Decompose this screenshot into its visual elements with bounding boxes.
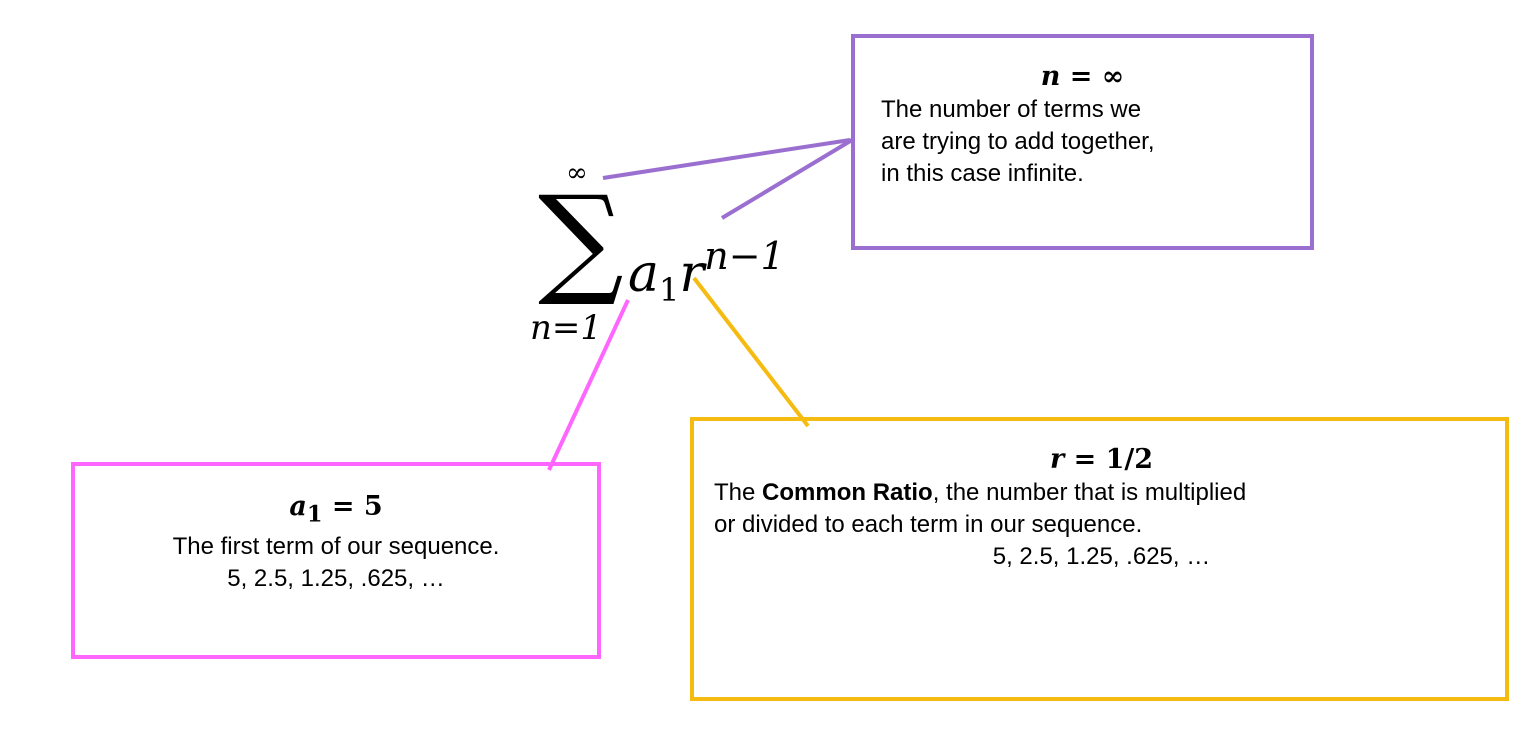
r-box-value: = 1/2: [1073, 444, 1154, 475]
n-box-line-3: in this case infinite.: [881, 160, 1084, 187]
r-box-line-3: 5, 2.5, 1.25, .625, …: [992, 543, 1211, 570]
a-box-subscript: 1: [306, 501, 323, 528]
term-ratio-variable: r: [679, 244, 705, 304]
term-first-variable: a: [628, 244, 660, 304]
r-box-line-2: or divided to each term in our sequence.: [714, 511, 1143, 538]
sum-upper-limit: ∞: [566, 158, 588, 188]
r-explanation-box: r = 1/2 The Common Ratio, the number tha…: [690, 417, 1509, 701]
n-box-heading: n = ∞: [881, 60, 1284, 94]
r-box-line-1-suffix: , the number that is multiplied: [932, 479, 1247, 506]
common-ratio-term: Common Ratio: [762, 479, 933, 506]
n-box-value: = ∞: [1069, 61, 1125, 92]
a-box-heading: a1 = 5: [85, 490, 587, 531]
r-box-line-1-prefix: The: [714, 479, 763, 506]
n-box-line-1: The number of terms we: [881, 96, 1142, 123]
r-box-heading: r = 1/2: [714, 443, 1489, 477]
connector-a1-to-a-box: [547, 299, 630, 471]
series-term: a1rn−1: [628, 226, 785, 320]
r-box-line-1: The Common Ratio, the number that is mul…: [714, 477, 1489, 509]
summation-symbol: ∑: [538, 171, 624, 310]
connector-infinity-to-n-box: [602, 138, 851, 180]
a-box-line-2: 5, 2.5, 1.25, .625, …: [227, 565, 445, 593]
connector-r-to-r-box: [692, 276, 810, 428]
n-explanation-box: n = ∞ The number of terms we are trying …: [851, 34, 1314, 250]
term-exponent: n−1: [704, 234, 785, 278]
r-box-variable: r: [1049, 444, 1065, 475]
sum-lower-limit: n=1: [530, 308, 603, 348]
term-first-subscript: 1: [659, 271, 680, 309]
n-box-variable: n: [1040, 61, 1061, 92]
n-box-line-2: are trying to add together,: [881, 128, 1155, 155]
a-box-variable: a: [289, 491, 307, 522]
a1-explanation-box: a1 = 5 The first term of our sequence. 5…: [71, 462, 601, 659]
a-box-value: = 5: [331, 491, 383, 522]
a-box-line-1: The first term of our sequence.: [172, 533, 500, 561]
connector-exponent-to-n-box: [720, 138, 854, 220]
